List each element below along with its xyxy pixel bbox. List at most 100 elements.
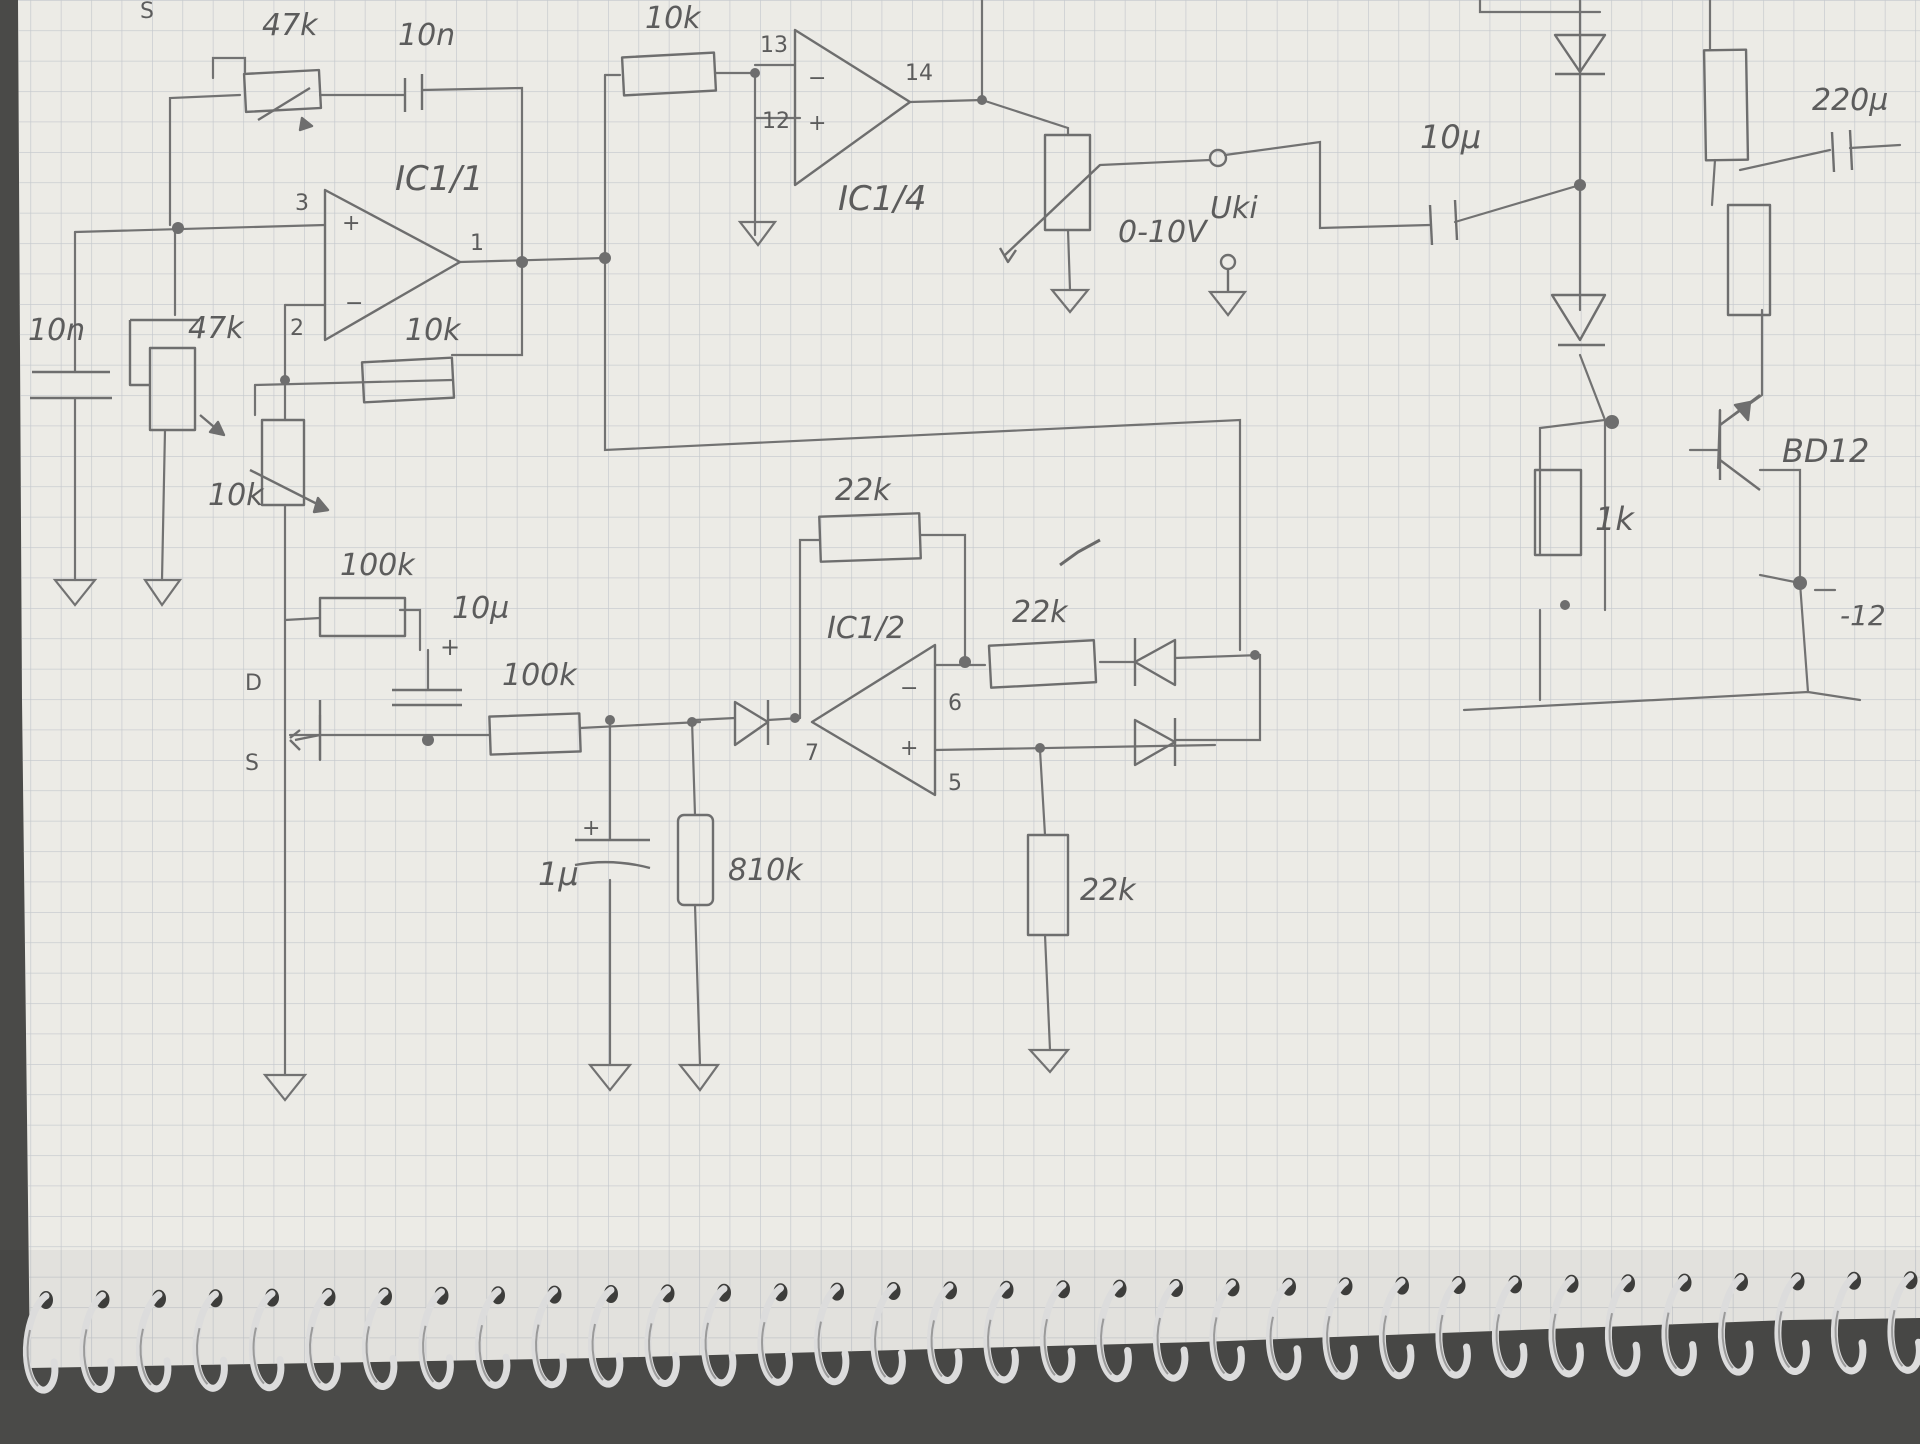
label-cap-220u: 220µ [1812, 83, 1888, 118]
spiral-coil [1831, 1271, 1867, 1375]
spiral-coil [1266, 1277, 1302, 1381]
label-opamp-a: IC1/1 [395, 159, 484, 199]
spiral-coil [1492, 1275, 1528, 1378]
spiral-binding [23, 1271, 1920, 1394]
resistor-1k [1533, 468, 1583, 557]
label-cap-top: 10n [398, 18, 455, 53]
resistor-22k-mid [987, 639, 1098, 689]
labels: 47k 10n 10k IC1/1 IC1/4 IC1/2 47k 10n 10… [28, 1, 1888, 908]
spiral-coil [814, 1282, 850, 1386]
components: + − − + [30, 28, 1854, 937]
diode-right-mid [1550, 293, 1607, 347]
label-output-range: 0-10V [1118, 215, 1209, 250]
pin-ic12-minus: 6 [948, 691, 962, 716]
spiral-coil [305, 1288, 341, 1391]
diode-right-top [1553, 33, 1607, 76]
spiral-coil [1661, 1273, 1697, 1377]
svg-text:−: − [900, 676, 918, 701]
label-res-22k-top: 22k [835, 473, 892, 508]
spiral-coil [1548, 1274, 1584, 1378]
junction-dots [172, 68, 1807, 753]
pin-ic11-out: 1 [470, 231, 484, 256]
resistor-22k-bottom [1026, 833, 1070, 937]
spiral-coil [757, 1283, 793, 1386]
label-res-810k: 810k [728, 853, 804, 888]
spiral-coil [701, 1283, 737, 1387]
pin-labels: 3 2 1 13 12 14 6 5 7 S D S [140, 0, 962, 796]
label-cap-1u: 1µ [538, 855, 579, 893]
pin-ic12-out: 7 [805, 741, 819, 766]
pin-ic11-plus: 3 [295, 191, 309, 216]
resistor-right-upper [1702, 48, 1750, 162]
pin-fet-d: D [245, 671, 262, 696]
capacitor-10u-output [1428, 199, 1459, 246]
spiral-coil [644, 1284, 680, 1387]
opamp-ic1-2 [810, 643, 937, 797]
spiral-coil [1153, 1279, 1189, 1382]
pin-fet-s: S [245, 751, 259, 776]
pin-ic11-minus: 2 [290, 316, 304, 341]
spiral-coil [927, 1281, 963, 1384]
capacitor-10n-left [30, 370, 112, 400]
spiral-coil [475, 1286, 511, 1389]
spiral-coil [249, 1288, 285, 1392]
capacitor-220u [1830, 129, 1854, 173]
svg-text:+: + [900, 736, 918, 761]
resistor-22k-top [818, 512, 922, 563]
trimmer-47k-mid [128, 318, 226, 437]
pin-ic12-plus: 5 [948, 771, 962, 796]
transistor-bd [1718, 394, 1761, 491]
diode-upper [1133, 638, 1177, 687]
spiral-coil [362, 1287, 398, 1390]
trimmer-47k-top [242, 68, 323, 132]
spiral-coil [531, 1285, 567, 1389]
resistor-100k-top [318, 596, 407, 638]
label-cap-left: 10n [28, 313, 85, 348]
spiral-coil [1605, 1274, 1641, 1377]
ground-symbols [52, 220, 1248, 1102]
spiral-coil [79, 1290, 115, 1393]
resistor-10k-ic1-4-input [620, 51, 718, 97]
diode-lower [1133, 718, 1177, 767]
spiral-coil [418, 1286, 454, 1390]
capacitor-10n-top [403, 74, 424, 112]
spiral-coil [1435, 1276, 1471, 1379]
label-res-22k-bot: 22k [1080, 873, 1137, 908]
label-trim-lower: 10k [208, 478, 265, 513]
label-res-1k: 1k [1595, 500, 1635, 538]
svg-text:+: + [342, 211, 360, 236]
resistor-100k-mid [488, 712, 582, 756]
resistor-right-lower [1726, 203, 1772, 317]
opamp-ic1-1 [323, 188, 462, 342]
diode-input [733, 700, 770, 747]
spiral-coil [23, 1291, 59, 1394]
spiral-coil [983, 1280, 1019, 1384]
label-res-ic11-fb: 10k [405, 313, 462, 348]
check-mark [1059, 538, 1101, 567]
pin-ic14-plus: 12 [762, 109, 790, 134]
spiral-coil [588, 1285, 624, 1388]
label-res-ic14-in: 10k [645, 1, 702, 36]
label-supply: -12 [1840, 599, 1886, 632]
pin-fet-s-top: S [140, 0, 154, 24]
capacitor-1u: + [574, 816, 651, 870]
spiral-coil [1718, 1273, 1754, 1376]
spiral-coil [1887, 1271, 1920, 1374]
pin-ic14-minus: 13 [760, 33, 788, 58]
label-output-name: Uki [1210, 191, 1258, 226]
capacitor-10u-fet: + [392, 633, 462, 707]
output-potentiometer [998, 133, 1101, 264]
pin-ic14-out: 14 [905, 61, 933, 86]
spiral-coil [1040, 1280, 1076, 1383]
label-opamp-c: IC1/2 [827, 611, 905, 646]
fet-transistor [289, 700, 322, 760]
svg-text:−: − [808, 66, 826, 91]
resistor-810k [676, 813, 715, 907]
label-transistor: BD12 [1782, 432, 1869, 470]
spiral-coil [1096, 1279, 1132, 1383]
label-trim-mid: 47k [188, 311, 245, 346]
spiral-coil [192, 1289, 228, 1392]
label-trim-top: 47k [262, 8, 319, 43]
